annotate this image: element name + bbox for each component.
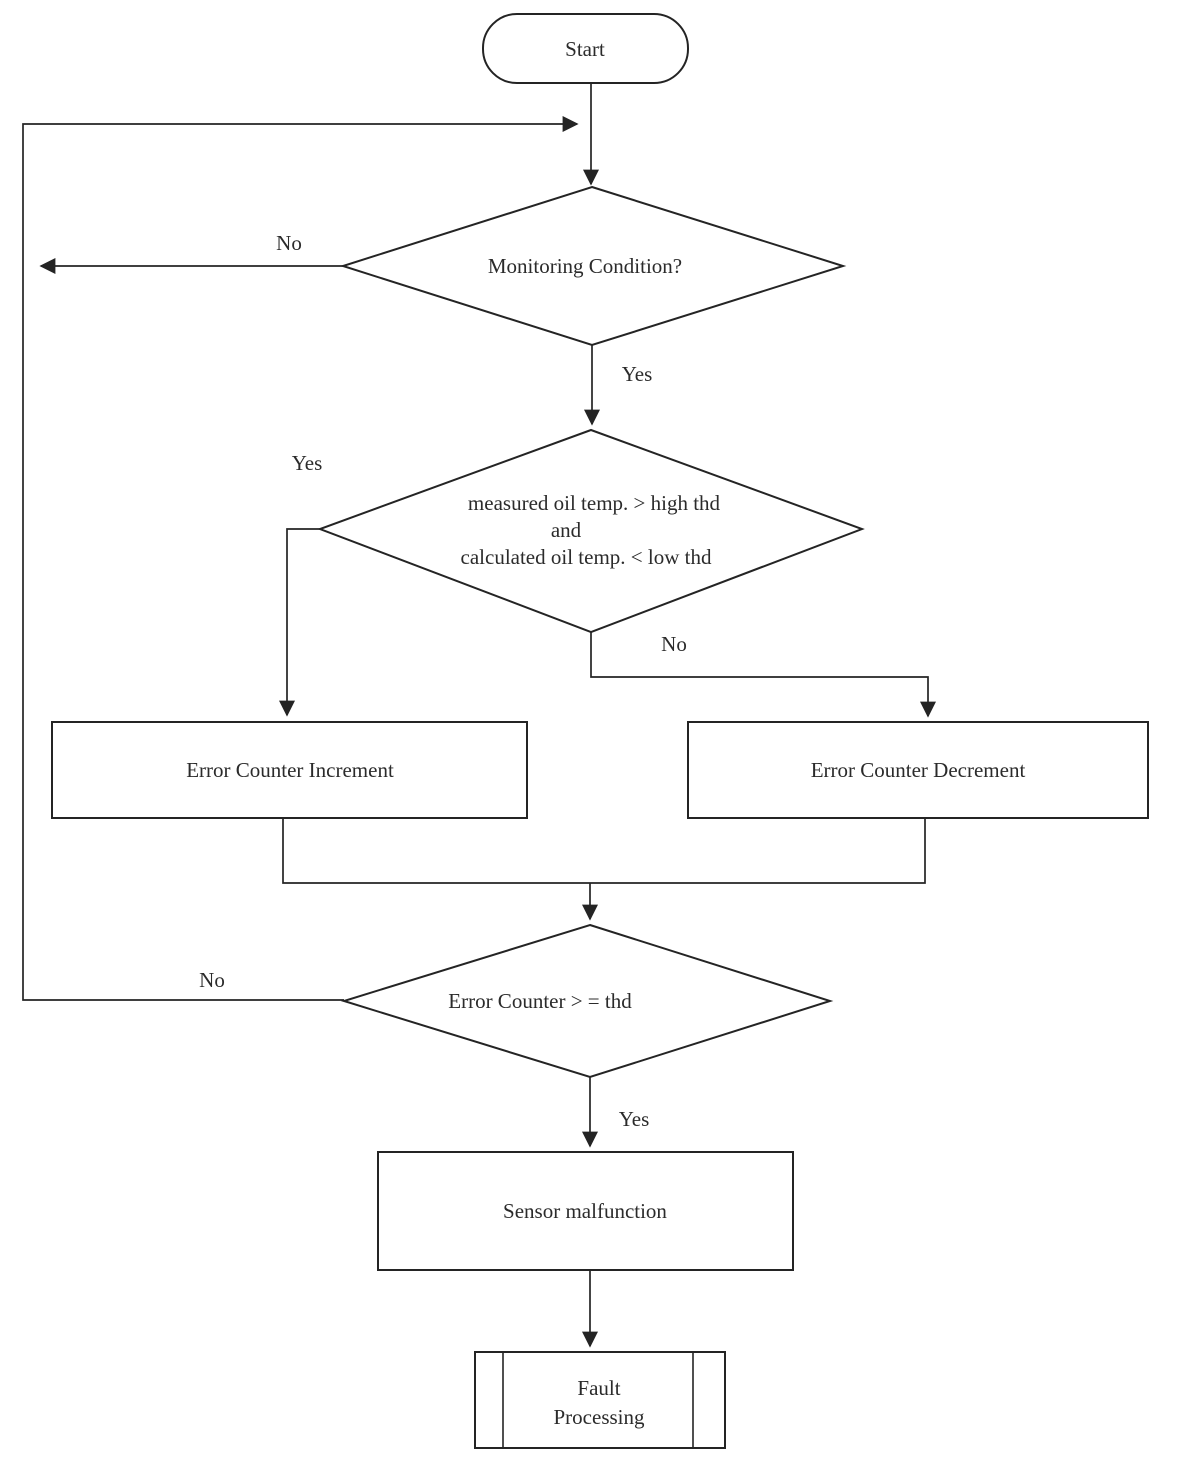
monitoring-condition-label: Monitoring Condition?	[488, 254, 682, 278]
label-counter-check-no: No	[199, 968, 225, 992]
monitoring-condition-decision	[339, 185, 847, 347]
label-monitoring-yes: Yes	[622, 362, 653, 386]
edge-temp-check-yes	[279, 528, 320, 717]
sensor-malfunction-label: Sensor malfunction	[503, 1199, 667, 1223]
error-counter-decrement-label: Error Counter Decrement	[811, 758, 1026, 782]
fault-processing-box	[474, 1351, 726, 1449]
oil-temp-decision	[317, 428, 865, 634]
oil-temp-label-line2: and	[551, 518, 582, 542]
oil-temp-label-line3: calculated oil temp. < low thd	[461, 545, 712, 569]
error-counter-increment-label: Error Counter Increment	[186, 758, 394, 782]
edge-decrement-out	[590, 818, 926, 884]
fault-processing-label-line1: Fault	[577, 1376, 620, 1400]
label-counter-check-yes: Yes	[619, 1107, 650, 1131]
label-temp-check-no: No	[661, 632, 687, 656]
error-counter-increment-box	[51, 721, 528, 819]
oil-temp-label-line1: measured oil temp. > high thd	[468, 491, 721, 515]
label-monitoring-no: No	[276, 231, 302, 255]
edge-counter-check-no-loop	[22, 116, 579, 1001]
fault-processing-label-line2: Processing	[554, 1405, 645, 1429]
start-label: Start	[565, 37, 605, 61]
edge-increment-out	[282, 818, 590, 884]
edge-temp-check-no	[590, 632, 936, 718]
sensor-malfunction-box	[377, 1151, 794, 1271]
error-counter-threshold-decision	[340, 923, 834, 1079]
error-counter-threshold-label: Error Counter > = thd	[448, 989, 632, 1013]
start-terminator	[482, 13, 689, 84]
error-counter-decrement-box	[687, 721, 1149, 819]
label-temp-check-yes: Yes	[292, 451, 323, 475]
